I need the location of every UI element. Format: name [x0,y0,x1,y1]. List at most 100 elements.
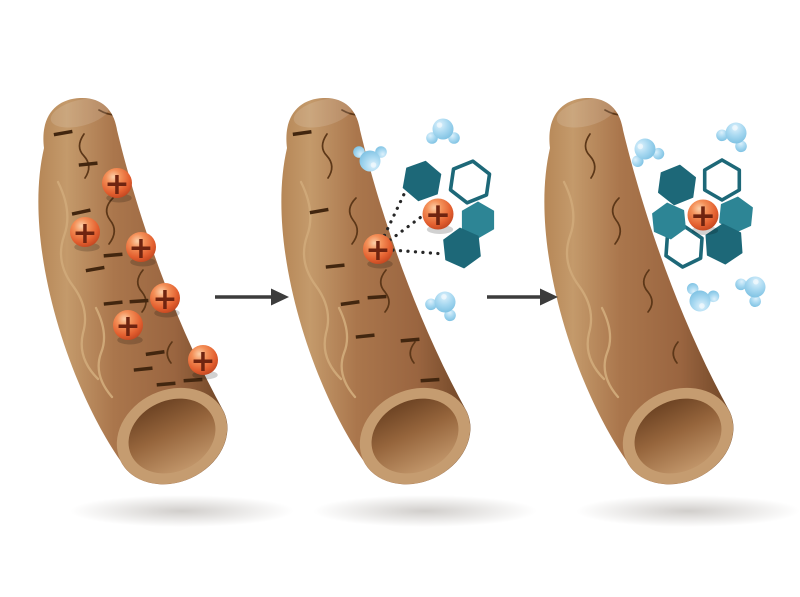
plus-symbol: + [115,309,140,344]
plus-symbol: + [72,216,97,251]
water-molecule-icon [686,282,720,312]
hydrogen-atom [444,309,456,322]
crack-line-dark [584,133,596,179]
crack-line-light [299,180,343,381]
chelator-ring-outline [448,159,492,205]
crack-line-dark [105,197,116,245]
negative-charge-mark: − [363,279,391,316]
cation-sphere [188,345,218,375]
crack-line-light [600,306,620,399]
oxygen-atom [689,290,711,312]
negative-charge-mark: − [396,321,424,358]
chelator-ring-filled [402,160,442,202]
fiber-tube [544,97,800,527]
tube-cap-highlight [556,98,616,128]
negative-charge-mark: − [48,114,79,153]
plus-symbol: + [425,197,451,233]
crack-line-dark [136,269,147,313]
tube-cap-highlight [293,98,353,128]
water-molecule-icon [716,122,747,153]
oxygen-atom [432,118,454,140]
negative-charge-mark: − [304,192,335,231]
crack-line-dark [611,197,622,245]
crack-line-dark [642,269,653,313]
plus-symbol: + [104,167,129,202]
cation-sphere [422,198,454,230]
stage-1-fiber-with-bound-cations: −−−−−−−−−−−++++++ [38,97,294,527]
chelator-ring-filled [443,227,481,269]
cation: + [150,282,180,318]
oxygen-atom [434,291,456,313]
arrowhead-icon [540,288,558,306]
arrowhead-icon [271,288,289,306]
fiber-tube [281,97,537,527]
negative-charge-mark: − [129,350,158,387]
hydrogen-atom [425,298,437,311]
stage-2-chelator-capturing-cation: −−−−−−−−++ [281,97,537,527]
specular-highlight [441,293,447,300]
cation-sphere [70,217,100,247]
water-molecule-icon [426,118,460,144]
oxygen-atom [359,150,381,172]
negative-charge-mark: − [74,145,103,182]
crack-line-dark [166,341,173,364]
chelator-ring-filled [658,164,696,206]
hydrogen-atom [735,278,747,291]
tube-body [281,97,471,485]
stage-transition-arrow [215,288,289,306]
hydrogen-atom [716,129,728,142]
cation-sphere [687,199,719,231]
tube-drop-shadow [70,495,294,527]
crack-line-dark [672,341,679,364]
cation-sphere [126,232,156,262]
negative-charge-mark: − [335,284,365,322]
crack-line-light [337,306,357,399]
plus-symbol: + [690,198,716,234]
specular-highlight [699,303,705,309]
cation: + [188,344,218,380]
specular-highlight [753,278,759,285]
cation: + [70,216,100,252]
plus-symbol: + [128,231,153,266]
cation-sphere [102,168,132,198]
tube-cracks [56,109,173,399]
tube-body [544,97,734,485]
negative-charge-mark: − [416,362,444,399]
tube-opening-interior [128,398,216,474]
cation: + [113,309,143,345]
chelator-ring-outline [702,158,742,202]
crack-line-dark [348,197,359,245]
negative-charge-mark: − [321,247,350,284]
crack-line-dark [321,133,333,179]
chelator-ring-filled [652,202,686,240]
water-molecule-icon [425,291,456,322]
hydrogen-atom [749,295,761,308]
specular-highlight [637,143,644,150]
tube-opening-interior [371,398,459,474]
crack-line-dark [78,133,90,179]
chelator-ring-filled [705,223,743,265]
crack-line-light [94,306,114,399]
crack-line-dark [409,341,416,364]
hydrogen-atom [735,140,747,153]
tube-body [38,97,228,485]
oxygen-atom [725,122,747,144]
stage-3-clean-fiber-released-chelate: + [544,97,800,527]
tube-drop-shadow [576,495,800,527]
oxygen-atom [744,276,766,298]
water-molecule-icon [735,276,766,308]
cation: + [363,233,393,269]
cation-sphere [150,283,180,313]
stage-transition-arrow [487,288,558,306]
negative-charge-mark: − [99,236,127,273]
specular-highlight [436,122,443,128]
tube-cap-highlight [50,98,110,128]
cation-sphere [363,234,393,264]
water-molecule-icon [353,146,387,172]
plus-symbol: + [365,233,390,268]
tube-cracks [562,109,679,399]
plus-symbol: + [152,282,177,317]
fiber-tube [38,97,294,527]
